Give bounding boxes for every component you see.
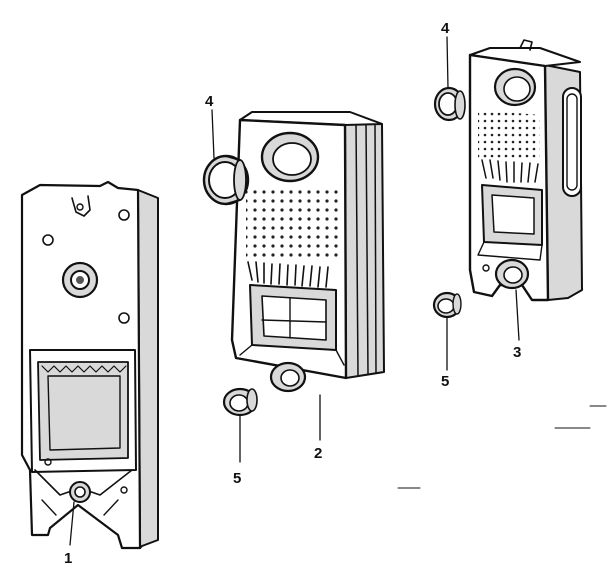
push-nipple-large-right [433,86,466,122]
callout-part-2: 2 [314,445,322,462]
callout-part-4-right: 4 [441,20,450,37]
scan-marks [397,405,607,489]
intermediate-section-part [230,111,385,393]
callout-part-1: 1 [64,550,72,567]
callout-part-5-right: 5 [441,373,449,390]
push-nipple-small-left [222,387,258,417]
push-nipple-small-right [432,291,462,319]
rear-section-part [468,39,583,302]
callout-part-4-left: 4 [205,93,214,110]
push-nipple-large-left [202,154,250,206]
leader-lines [69,36,520,546]
front-section-part [20,180,159,550]
callout-part-3: 3 [513,344,521,361]
callout-part-5-left: 5 [233,470,241,487]
